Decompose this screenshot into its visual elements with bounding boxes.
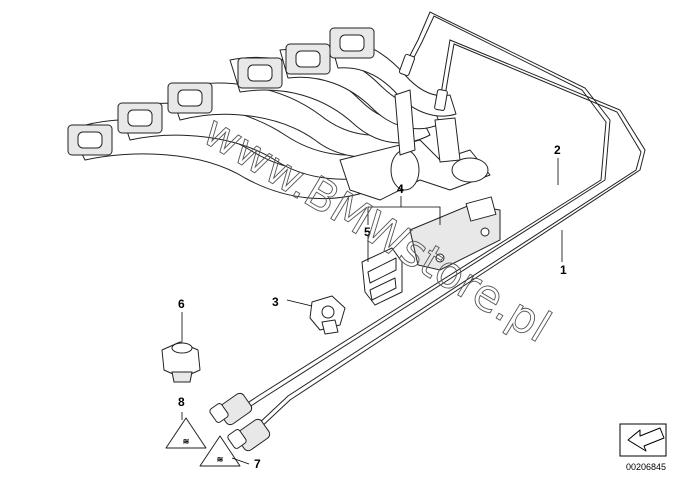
hex-nut bbox=[161, 341, 201, 383]
clip-nut bbox=[309, 295, 346, 335]
arrow-icon[interactable] bbox=[619, 423, 667, 457]
svg-text:≋: ≋ bbox=[217, 455, 224, 464]
warning-triangle-icon: ≋ bbox=[165, 417, 207, 449]
callout-2: 2 bbox=[554, 143, 561, 157]
callout-4: 4 bbox=[397, 182, 404, 196]
bracket bbox=[409, 196, 501, 271]
callout-6: 6 bbox=[178, 297, 185, 311]
callout-labels: 1 2 3 4 5 6 7 8 bbox=[178, 143, 567, 471]
image-id: 00206845 bbox=[626, 462, 666, 472]
exhaust-manifold bbox=[67, 27, 491, 201]
callout-1: 1 bbox=[560, 263, 567, 277]
warning-triangle-icon: ≋ bbox=[199, 435, 241, 467]
callout-7: 7 bbox=[254, 457, 261, 471]
sensor-connector-lower bbox=[227, 418, 271, 452]
svg-text:≋: ≋ bbox=[183, 437, 190, 446]
oxygen-sensor-lines bbox=[227, 11, 646, 431]
sensor-connector-upper bbox=[209, 392, 253, 426]
cable-clip bbox=[361, 247, 403, 306]
callout-3: 3 bbox=[272, 295, 279, 309]
callout-5: 5 bbox=[364, 225, 371, 239]
callout-8: 8 bbox=[178, 395, 185, 409]
leader-lines bbox=[181, 158, 563, 465]
